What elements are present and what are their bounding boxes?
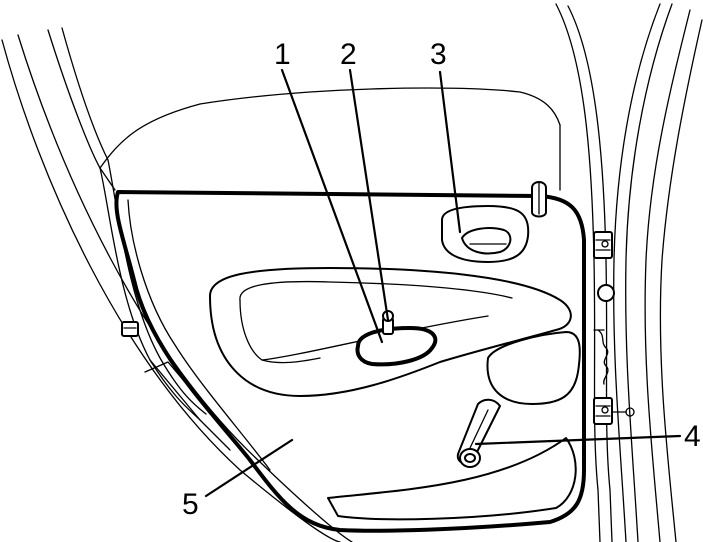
door-handle-lever [355,326,438,367]
leader-line-2 [348,68,390,322]
trim-top-clip [531,181,547,218]
callout-labels: 1 2 3 4 5 [182,38,701,521]
callout-1: 1 [274,38,291,71]
body-frame-right [555,3,703,542]
callout-5: 5 [182,488,199,521]
callout-3: 3 [430,38,447,71]
leader-line-4 [474,434,682,446]
leader-lines [204,68,682,498]
callout-4: 4 [684,420,701,453]
door-trim-panel [114,190,586,533]
leader-line-3 [438,70,462,234]
window-crank-handle [441,205,530,263]
door-check-link [593,284,615,385]
speaker-recess [486,331,581,405]
leader-line-1 [280,68,384,344]
body-frame-left [1,27,353,542]
door-pull-handle [456,398,501,468]
body-clip-left [121,321,139,337]
lower-hinge [593,397,635,425]
callout-2: 2 [340,38,357,71]
door-upper-panel [99,87,561,191]
leader-line-5 [204,438,294,498]
upper-hinge [593,231,613,259]
